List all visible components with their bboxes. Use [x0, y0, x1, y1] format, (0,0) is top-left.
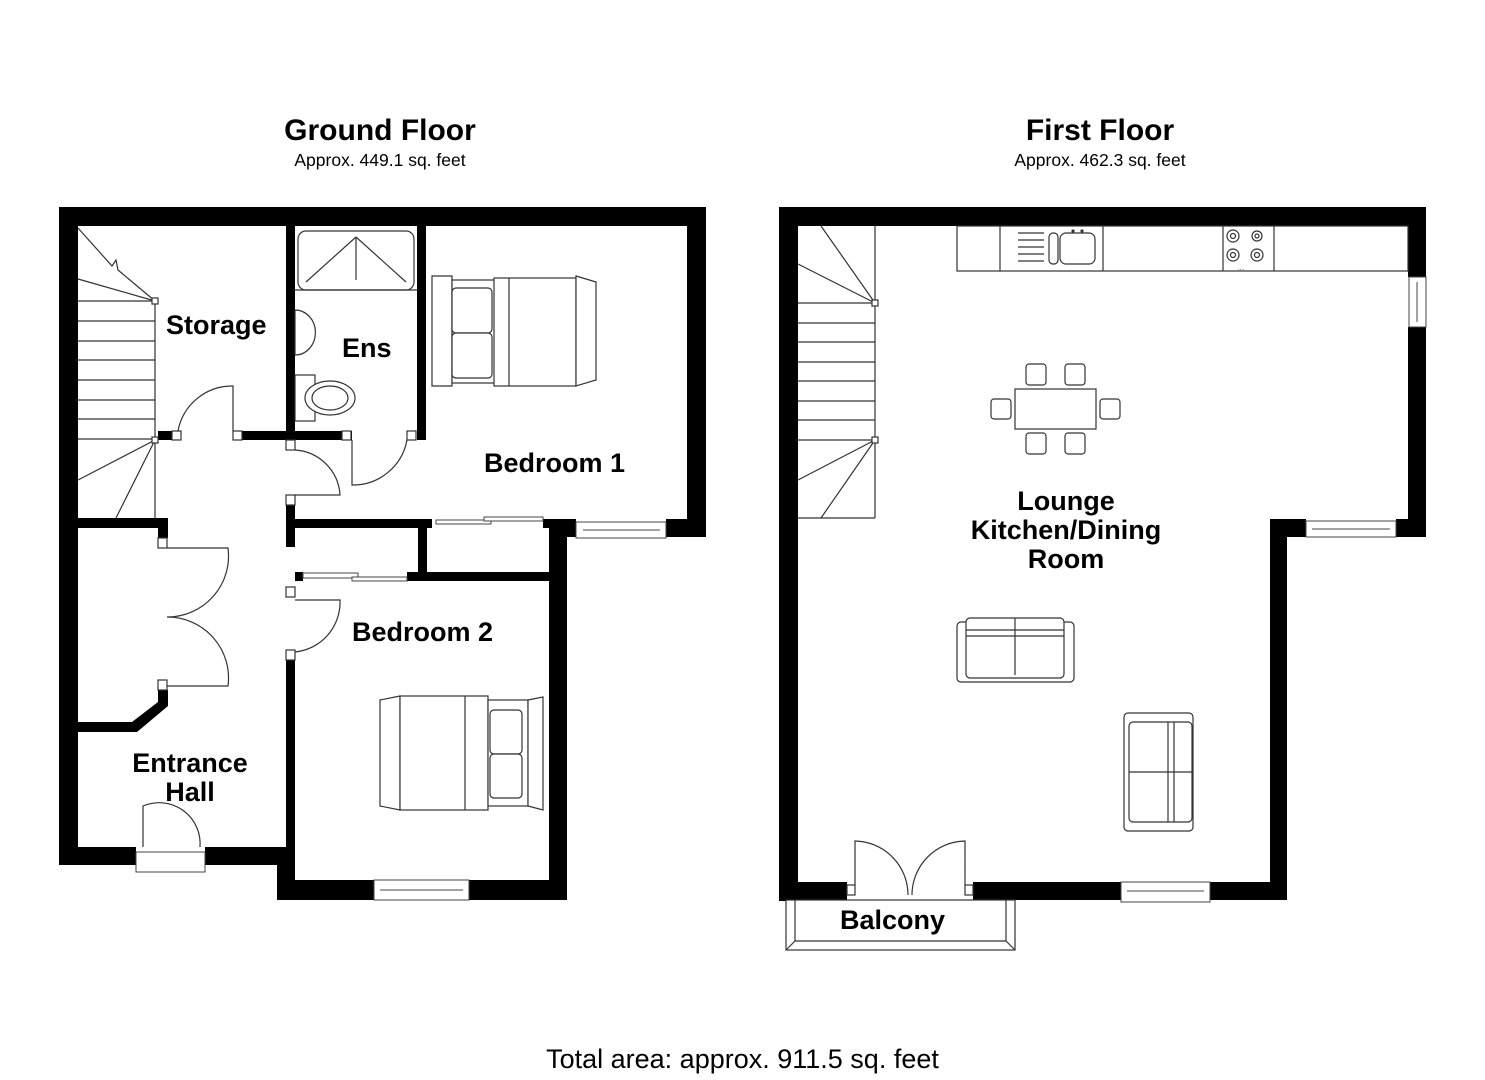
first-floor-title: First Floor: [1025, 114, 1175, 147]
hob-icon: ....: [1226, 229, 1264, 272]
sofa-icon: [956, 617, 1075, 683]
lounge-line2: Kitchen/Dining: [970, 515, 1162, 545]
kitchen-counter-icon: ....: [956, 225, 1409, 272]
total-area: Total area: approx. 911.5 sq. feet: [546, 1044, 939, 1074]
double-bed-icon: [431, 275, 597, 387]
staircase-icon: [77, 227, 159, 519]
room-label-lounge-kitchen-dining: Lounge Kitchen/Dining Room: [960, 487, 1172, 574]
toilet-icon: [294, 374, 356, 422]
first-floor-plan: ....: [779, 207, 1427, 951]
dining-table-icon: [990, 363, 1121, 455]
double-bed-icon: [379, 695, 544, 811]
room-label-bedroom-2: Bedroom 2: [352, 617, 494, 647]
ground-floor-title: Ground Floor: [284, 114, 476, 147]
room-label-balcony: Balcony: [840, 905, 946, 935]
room-label-ensuite: Ens: [342, 333, 392, 363]
entrance-hall-line1: Entrance: [132, 748, 248, 778]
sink-icon: [1018, 229, 1096, 265]
balcony-outline: [785, 899, 1016, 951]
staircase-icon: [797, 225, 879, 519]
first-floor-area: Approx. 462.3 sq. feet: [1014, 150, 1186, 170]
entrance-hall-line2: Hall: [165, 777, 215, 807]
svg-text:....: ....: [1238, 266, 1245, 272]
lounge-line3: Room: [1027, 544, 1105, 574]
ground-floor-area: Approx. 449.1 sq. feet: [294, 150, 466, 170]
room-label-bedroom-1: Bedroom 1: [484, 448, 626, 478]
sofa-icon: [1123, 712, 1194, 832]
ground-floor-plan: [59, 207, 706, 901]
shower-icon: [295, 230, 417, 291]
room-label-entrance-hall: Entrance Hall: [110, 749, 270, 807]
room-label-storage: Storage: [166, 310, 267, 340]
lounge-line1: Lounge: [1017, 486, 1115, 516]
french-doors-icon: [846, 840, 974, 896]
wash-basin-icon: [294, 309, 317, 356]
